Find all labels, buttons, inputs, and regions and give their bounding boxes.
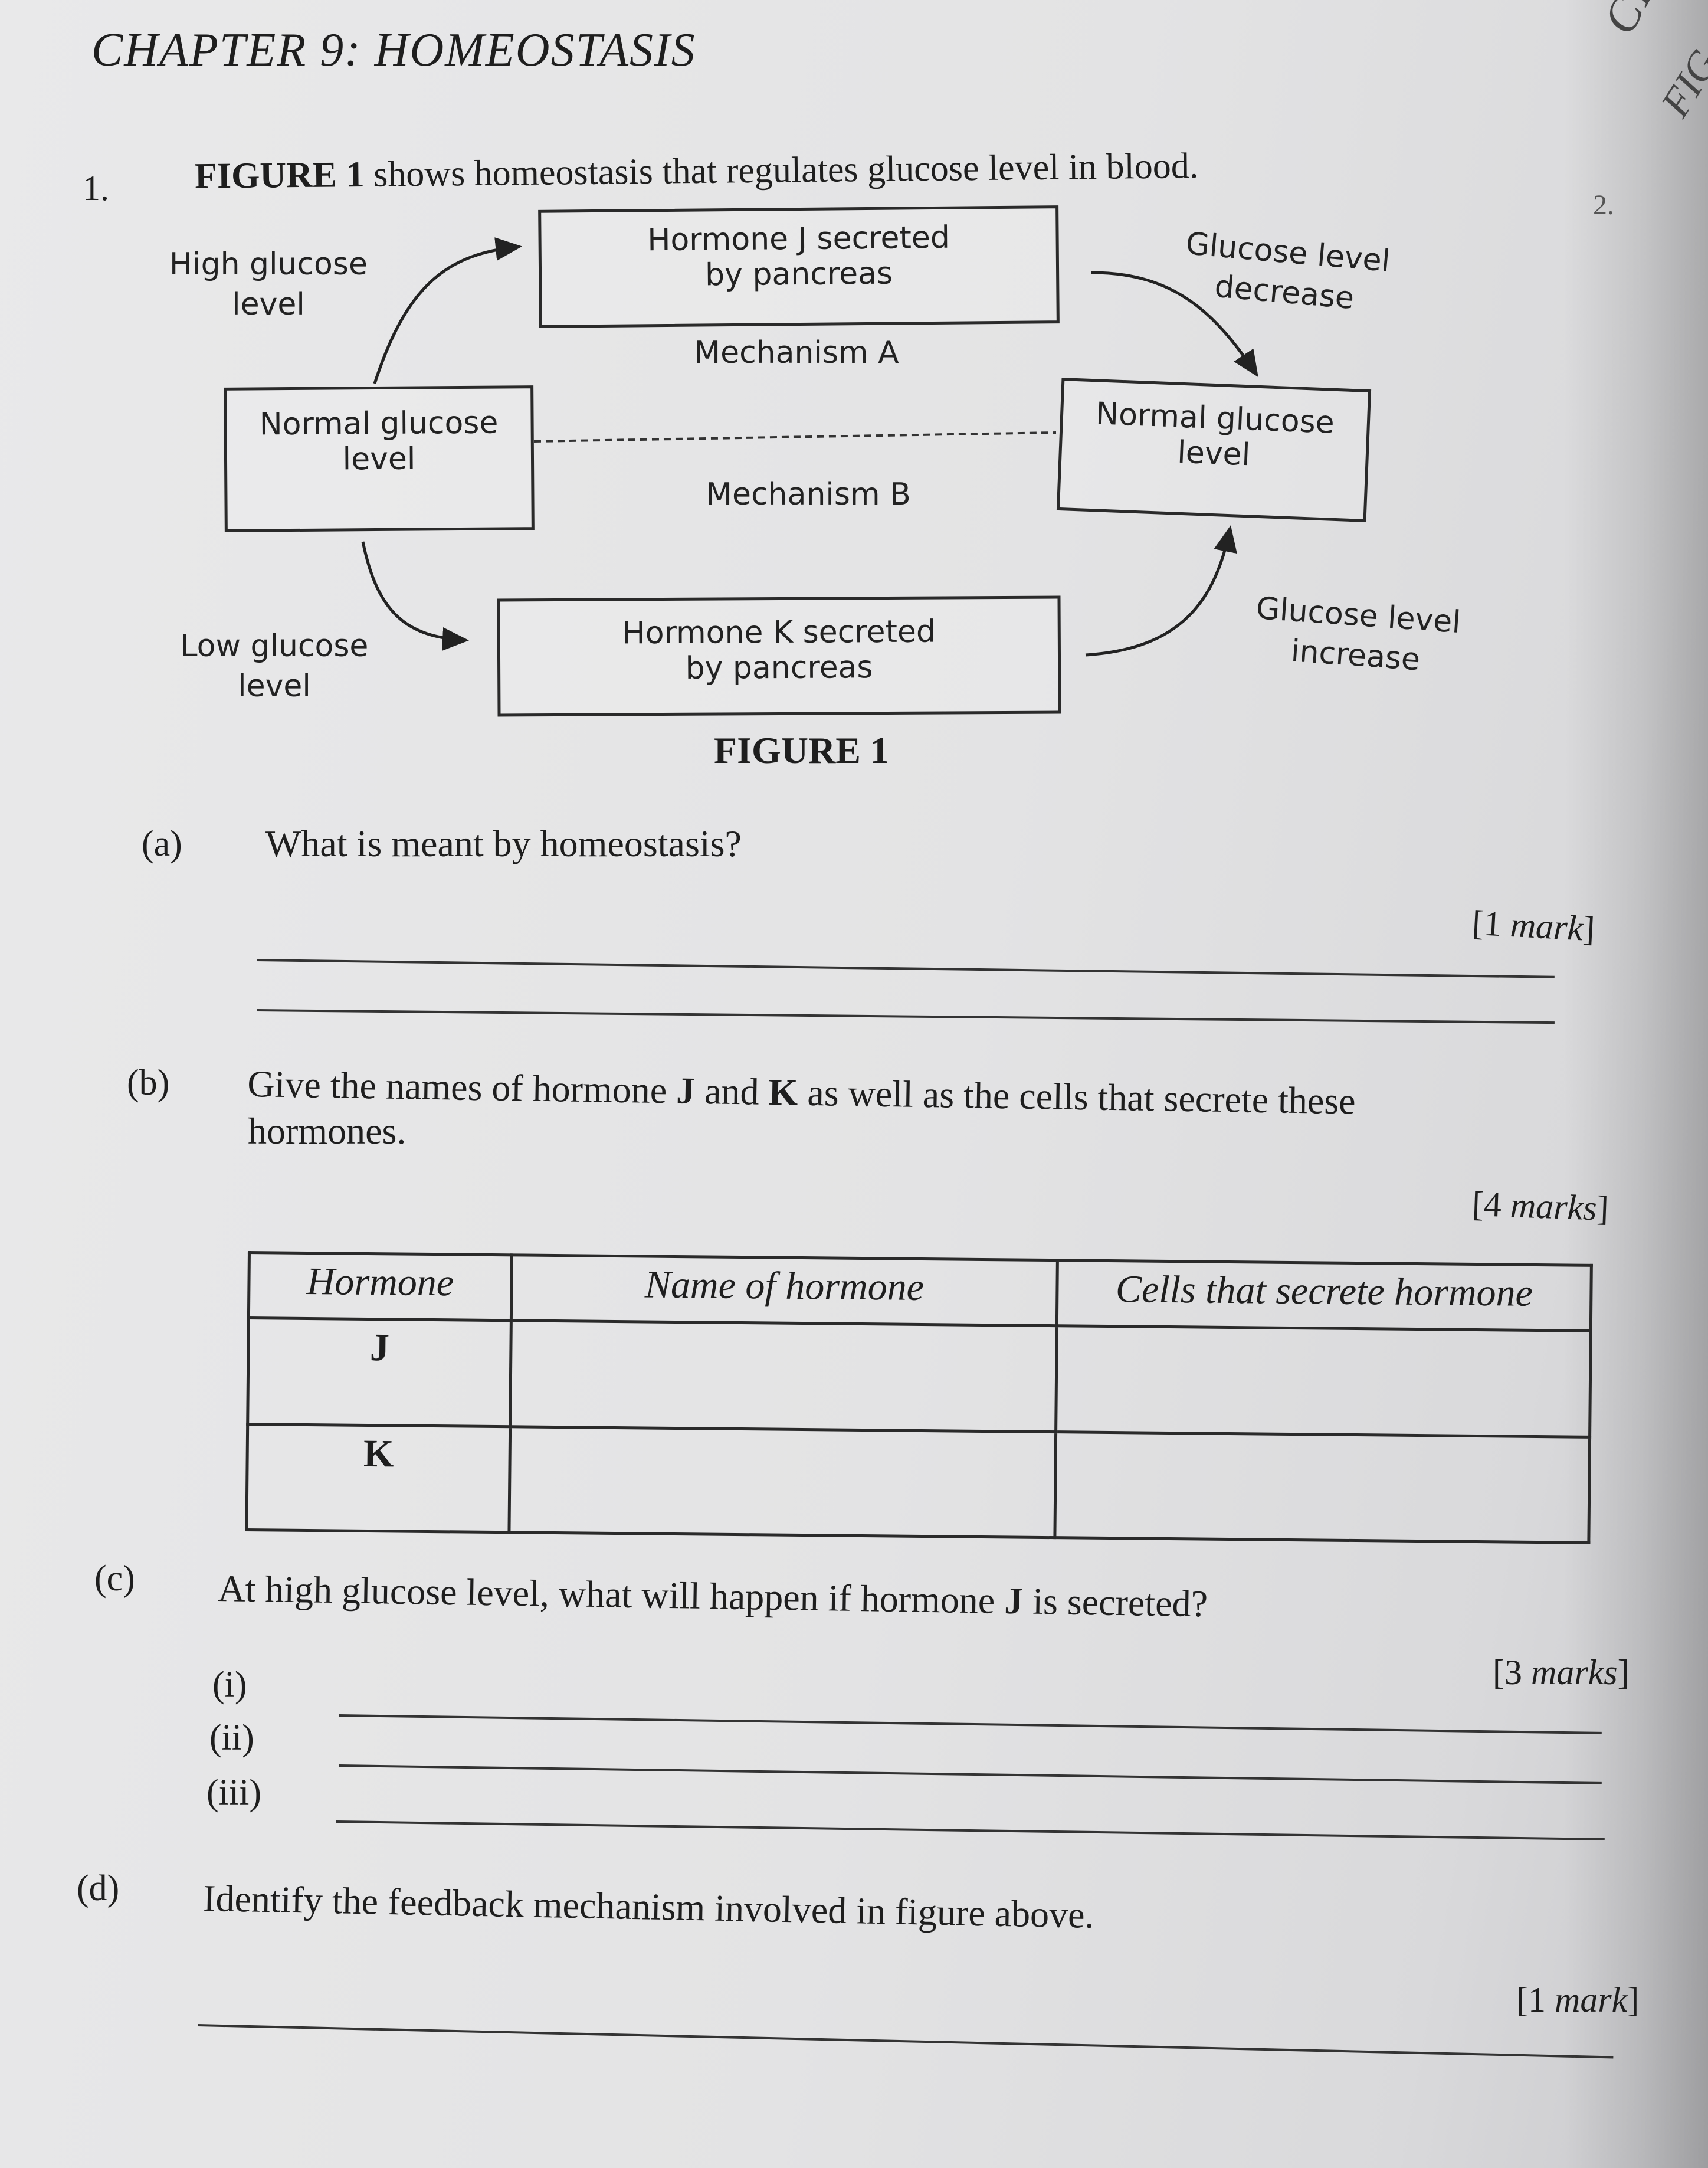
table-cell-j-cells[interactable] xyxy=(1055,1325,1591,1437)
label-low-glucose-line1: Low glucose xyxy=(180,628,369,664)
label-mechanism-a: Mechanism A xyxy=(694,335,899,371)
part-b-marks: [4 marks] xyxy=(1471,1184,1609,1229)
part-d-marks-end: ] xyxy=(1627,1980,1640,2019)
box-normal-left-line1: Normal glucose xyxy=(259,405,499,443)
part-c-sub-i: (i) xyxy=(212,1665,247,1705)
arrow-hormone-j-to-normal-right xyxy=(1091,271,1258,378)
table-header-row: Hormone Name of hormone Cells that secre… xyxy=(248,1252,1592,1331)
label-high-glucose-line2: level xyxy=(232,286,305,322)
table-row: K xyxy=(246,1424,1590,1543)
table-row: J xyxy=(247,1318,1591,1437)
table-header-hormone: Hormone xyxy=(248,1252,512,1321)
part-b-label: (b) xyxy=(127,1063,170,1103)
part-a-marks-num: [1 xyxy=(1471,903,1512,944)
label-high-glucose: High glucose level xyxy=(168,245,369,325)
figure-caption: FIGURE 1 xyxy=(714,729,889,771)
part-a-marks-end: ] xyxy=(1582,909,1596,949)
box-normal-glucose-right: Normal glucose level xyxy=(1056,378,1372,522)
part-c-sub-iii: (iii) xyxy=(206,1773,261,1813)
part-a-marks-word: mark xyxy=(1509,905,1584,948)
arrow-low-to-hormone-k xyxy=(361,541,469,651)
table-cell-k-name[interactable] xyxy=(509,1426,1056,1538)
part-b-marks-end: ] xyxy=(1596,1188,1609,1229)
part-c-label: (c) xyxy=(94,1558,135,1599)
book-spine-shadow xyxy=(1563,0,1708,2168)
part-d-marks: [1 mark] xyxy=(1516,1980,1639,2020)
part-c-marks-word: marks xyxy=(1530,1653,1618,1692)
dashed-link-normal-levels xyxy=(533,431,1057,443)
part-b-question-line2: hormones. xyxy=(248,1110,406,1152)
part-b-text-post: as well as the cells that secrete these xyxy=(797,1071,1356,1122)
part-d-label: (d) xyxy=(77,1868,120,1908)
part-c-marks-end: ] xyxy=(1617,1653,1630,1692)
next-page-number: 2. xyxy=(1593,189,1614,221)
chapter-title: CHAPTER 9: HOMEOSTASIS xyxy=(91,24,696,76)
part-c-marks: [3 marks] xyxy=(1493,1652,1630,1693)
box-hormone-j-line2: by pancreas xyxy=(704,256,893,293)
table-cell-j-name[interactable] xyxy=(510,1320,1057,1432)
arrow-hormone-k-to-normal-right xyxy=(1085,525,1237,657)
label-glucose-increase: Glucose level increase xyxy=(1243,588,1472,683)
part-b-text-mid: and xyxy=(694,1069,769,1113)
box-normal-glucose-left: Normal glucose level xyxy=(224,385,535,532)
label-low-glucose: Low glucose level xyxy=(174,627,375,706)
label-high-glucose-line1: High glucose xyxy=(169,247,368,282)
box-hormone-j: Hormone J secreted by pancreas xyxy=(538,205,1060,328)
table-header-name: Name of hormone xyxy=(511,1255,1058,1326)
box-hormone-k-line1: Hormone K secreted xyxy=(622,614,936,651)
part-b-hormone-k: K xyxy=(768,1070,798,1114)
box-normal-left-line2: level xyxy=(342,441,416,477)
table-cell-hormone-k: K xyxy=(246,1424,510,1532)
part-a-marks: [1 mark] xyxy=(1471,903,1596,950)
table-header-cells: Cells that secrete hormone xyxy=(1057,1260,1592,1331)
part-d-marks-word: mark xyxy=(1554,1980,1628,2019)
label-mechanism-b: Mechanism B xyxy=(706,477,911,512)
part-c-text-post: is secreted? xyxy=(1022,1580,1208,1625)
part-b-marks-word: marks xyxy=(1509,1185,1598,1228)
box-hormone-k: Hormone K secreted by pancreas xyxy=(497,595,1061,717)
part-b-marks-num: [4 xyxy=(1471,1184,1512,1225)
part-c-hormone-j: J xyxy=(1004,1579,1024,1622)
hormone-answer-table: Hormone Name of hormone Cells that secre… xyxy=(245,1251,1592,1544)
arrow-high-to-hormone-j xyxy=(373,237,522,384)
part-c-marks-num: [3 xyxy=(1493,1653,1531,1692)
table-cell-k-cells[interactable] xyxy=(1054,1432,1590,1543)
box-hormone-k-line2: by pancreas xyxy=(685,650,873,686)
part-a-question: What is meant by homeostasis? xyxy=(265,823,742,864)
part-d-marks-num: [1 xyxy=(1516,1980,1555,2019)
box-hormone-j-line1: Hormone J secreted xyxy=(647,220,950,258)
question-number: 1. xyxy=(83,169,109,208)
part-c-sub-ii: (ii) xyxy=(209,1718,254,1758)
part-b-hormone-j: J xyxy=(676,1069,696,1112)
label-low-glucose-line2: level xyxy=(238,668,311,704)
part-a-label: (a) xyxy=(142,824,182,864)
table-cell-hormone-j: J xyxy=(247,1318,512,1427)
part-b-text-pre: Give the names of hormone xyxy=(247,1062,677,1112)
